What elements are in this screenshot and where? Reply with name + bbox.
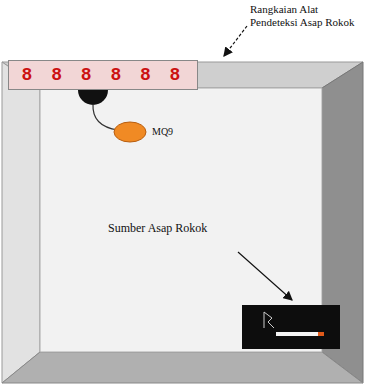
seven-segment-digits: 8 8 8 8 8 8: [22, 65, 185, 85]
sensor-label: MQ9: [152, 126, 192, 138]
source-label: Sumber Asap Rokok: [108, 222, 238, 236]
smoke-icon: [264, 312, 274, 328]
cigarette-tip: [318, 332, 324, 336]
mq9-sensor: [114, 122, 146, 142]
bottom-wall: [2, 352, 363, 383]
left-wall: [2, 62, 40, 383]
cigarette: [276, 332, 324, 336]
sensor-mount: [78, 90, 108, 105]
leader-arrow: [224, 26, 247, 56]
smoke-source-box: [242, 305, 340, 349]
leader-arrow: [238, 252, 292, 300]
display-panel: 8 8 8 8 8 8: [8, 60, 198, 90]
top-wall: [2, 62, 363, 88]
device-label: Rangkaian Alat Pendeteksi Asap Rokok: [250, 3, 362, 28]
sensor-wire: [93, 104, 118, 130]
